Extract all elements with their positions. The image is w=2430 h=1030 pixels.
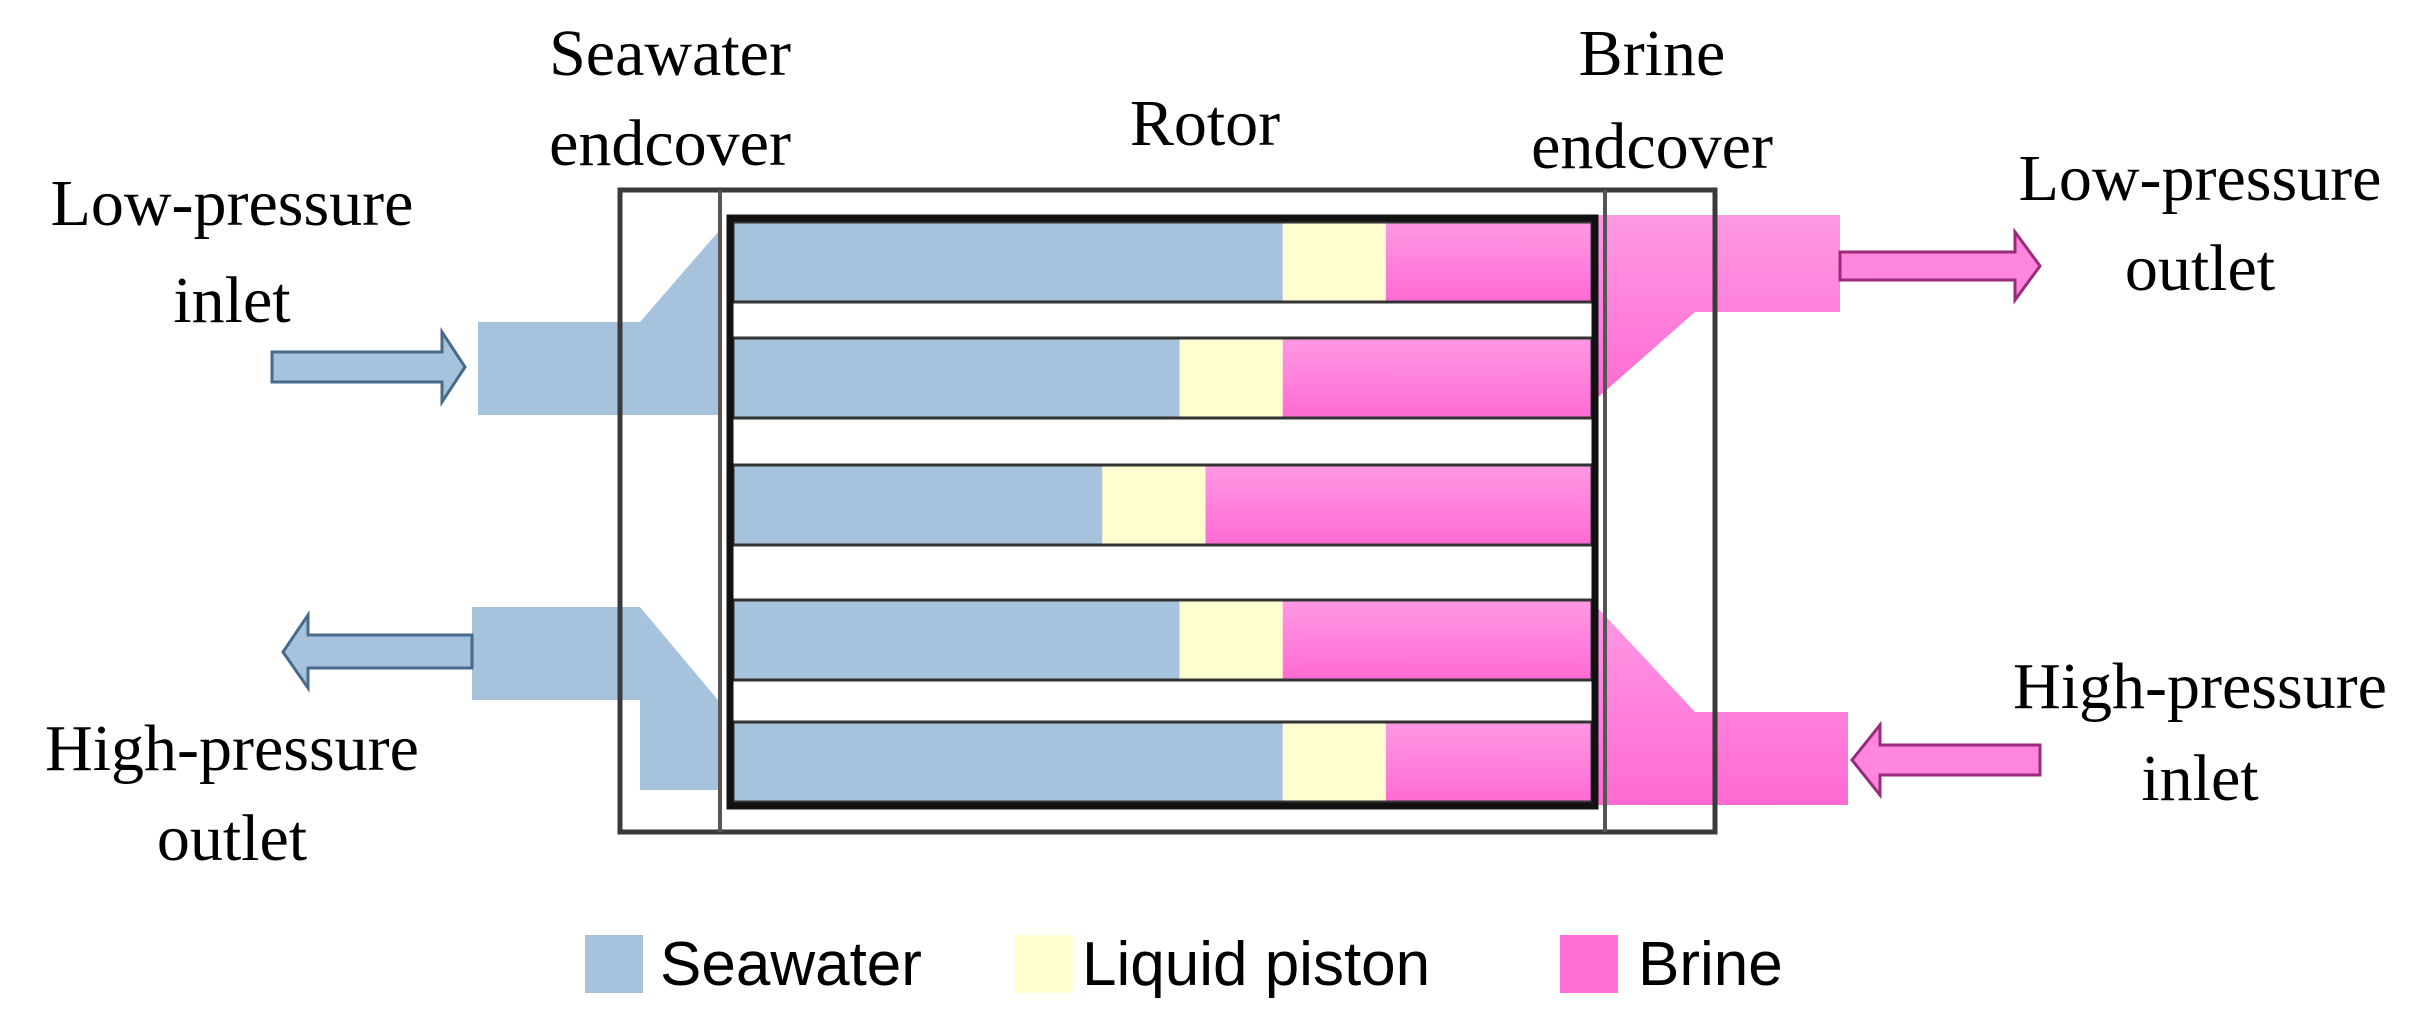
high-pressure-outlet-label-line2: outlet [157, 802, 307, 875]
seawater-high-pressure-outlet-taper [640, 700, 718, 790]
legend-swatch-liquid-piston [1015, 935, 1073, 993]
channel-5-seawater [733, 722, 1283, 802]
low-pressure-inlet-label: Low-pressure [51, 167, 414, 240]
legend-swatch-brine [1560, 935, 1618, 993]
channel-4-liquid-piston [1179, 600, 1283, 680]
seawater-endcover-label: Seawater [549, 17, 791, 90]
legend-label-seawater: Seawater [660, 930, 922, 999]
low-pressure-outlet-arrow [1838, 227, 2042, 305]
brine-high-pressure-inlet-port [1595, 605, 1848, 805]
high-pressure-outlet-label: High-pressure [45, 712, 419, 785]
channel-2-liquid-piston [1179, 338, 1283, 418]
housing-outline [617, 187, 1718, 835]
channel-1-liquid-piston [1282, 222, 1386, 302]
channel-1-brine [1385, 222, 1592, 302]
legend: Seawater Liquid piston Brine [585, 930, 1783, 999]
channel-3-seawater [733, 465, 1103, 545]
legend-label-liquid-piston: Liquid piston [1082, 930, 1430, 999]
channel-5-liquid-piston [1282, 722, 1386, 802]
low-pressure-inlet-label-line2: inlet [173, 264, 290, 337]
high-pressure-inlet-arrow [1850, 720, 2042, 800]
low-pressure-outlet-label-line2: outlet [2125, 232, 2275, 305]
channel-2-brine [1282, 338, 1592, 418]
low-pressure-outlet-label: Low-pressure [2019, 142, 2382, 215]
high-pressure-inlet-label: High-pressure [2013, 650, 2387, 723]
seawater-low-pressure-inlet-port [478, 232, 718, 415]
low-pressure-inlet-arrow [270, 326, 467, 408]
high-pressure-outlet-arrow [281, 610, 474, 693]
seawater-endcover-label-line2: endcover [549, 107, 791, 180]
channel-4-seawater [733, 600, 1180, 680]
channel-2-seawater [733, 338, 1180, 418]
brine-endcover-label: Brine [1579, 17, 1726, 90]
rotor-label: Rotor [1130, 87, 1280, 160]
legend-label-brine: Brine [1638, 930, 1783, 999]
channel-4-brine [1282, 600, 1592, 680]
high-pressure-inlet-label-line2: inlet [2141, 742, 2258, 815]
channel-1-seawater [733, 222, 1283, 302]
rotor-outline [726, 214, 1599, 810]
legend-swatch-seawater [585, 935, 643, 993]
channel-3-brine [1205, 465, 1592, 545]
brine-endcover-label-line2: endcover [1531, 110, 1773, 183]
channel-3-liquid-piston [1102, 465, 1206, 545]
rotor-channels [731, 220, 1594, 804]
channel-5-brine [1385, 722, 1592, 802]
